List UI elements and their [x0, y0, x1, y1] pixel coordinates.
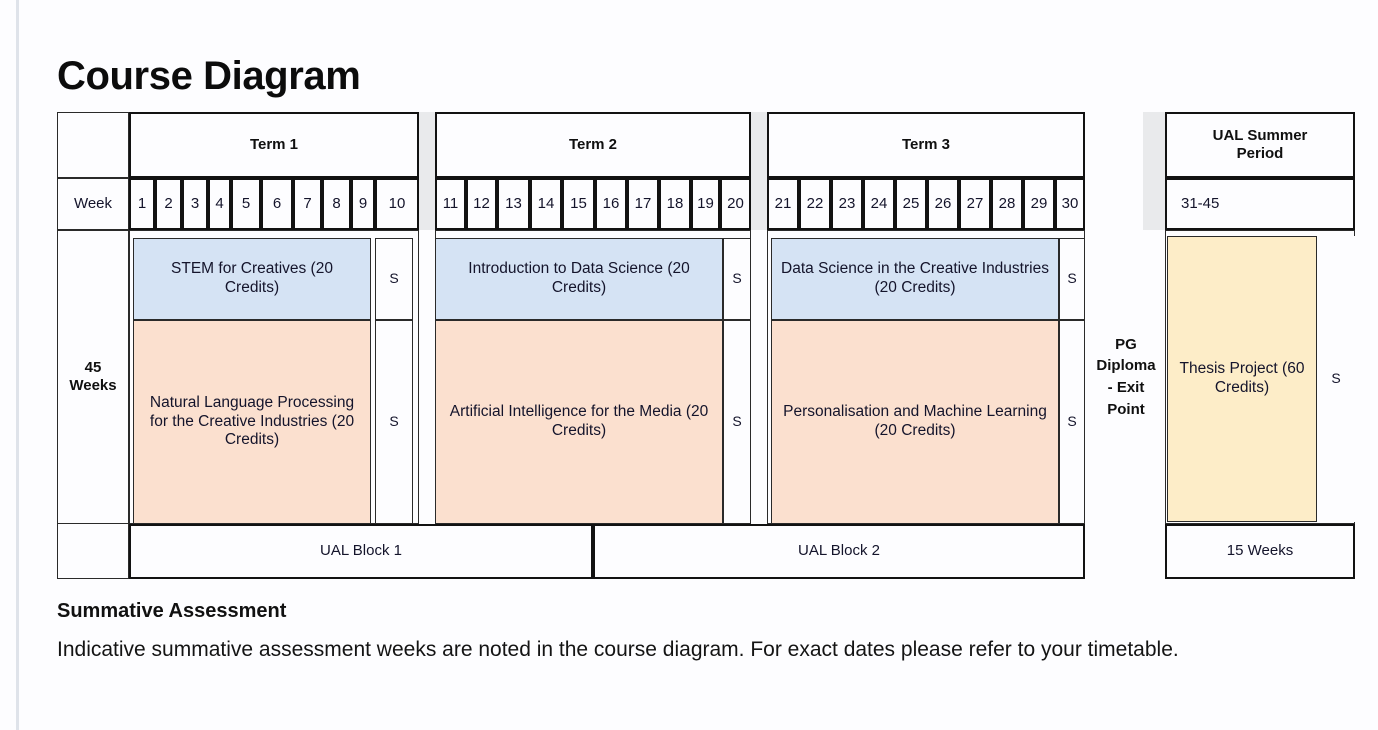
exit-line-3: - Exit: [1107, 379, 1145, 396]
assessment-marker-t1-m2: S: [375, 320, 413, 524]
week-cell-14: 14: [530, 178, 562, 230]
summer-duration-footer: 15 Weeks: [1165, 524, 1355, 579]
week-cell-7: 7: [293, 178, 322, 230]
exit-line-4: Point: [1107, 400, 1145, 418]
week-cell-5: 5: [231, 178, 261, 230]
week-cell-20: 20: [720, 178, 751, 230]
module-stem-for-creatives: STEM for Creatives (20 Credits): [133, 238, 371, 320]
page-title: Course Diagram: [57, 53, 361, 98]
course-duration-label: 45 Weeks: [57, 230, 129, 524]
week-cell-19: 19: [691, 178, 720, 230]
week-cell-1: 1: [129, 178, 155, 230]
week-cell-10: 10: [375, 178, 419, 230]
term-gap-1: [419, 112, 435, 230]
week-cell-23: 23: [831, 178, 863, 230]
summative-assessment-heading: Summative Assessment: [57, 600, 287, 622]
summer-header-line-2: Period: [1236, 145, 1284, 162]
duration-unit: Weeks: [69, 377, 117, 394]
week-cell-2: 2: [155, 178, 182, 230]
module-personalisation-machine-learning: Personalisation and Machine Learning (20…: [771, 320, 1059, 524]
term-header-1: Term 1: [129, 112, 419, 178]
term3-body-frame: [767, 230, 1085, 524]
week-cell-9: 9: [351, 178, 375, 230]
module-nlp-creative-industries: Natural Language Processing for the Crea…: [133, 320, 371, 524]
term-header-2: Term 2: [435, 112, 751, 178]
week-cell-8: 8: [322, 178, 351, 230]
term2-body-frame: [435, 230, 751, 524]
summer-header-line-1: UAL Summer: [1212, 126, 1308, 144]
week-cell-30: 30: [1055, 178, 1085, 230]
week-row-label: Week: [57, 178, 129, 230]
module-thesis-project: Thesis Project (60 Credits): [1167, 236, 1317, 522]
ual-block-2: UAL Block 2: [593, 524, 1085, 579]
week-cell-27: 27: [959, 178, 991, 230]
summer-gap: [1143, 112, 1165, 230]
assessment-marker-t1-m1: S: [375, 238, 413, 320]
summer-period-header: UAL Summer Period: [1165, 112, 1355, 178]
module-data-science-creative-industries: Data Science in the Creative Industries …: [771, 238, 1059, 320]
corner-blank-cell: [57, 112, 129, 178]
assessment-marker-t2-m2: S: [723, 320, 751, 524]
week-cell-3: 3: [182, 178, 208, 230]
term1-body-frame: [129, 230, 419, 524]
term-gap-2: [751, 112, 767, 230]
week-cell-11: 11: [435, 178, 466, 230]
week-cell-21: 21: [767, 178, 799, 230]
week-cell-13: 13: [497, 178, 530, 230]
week-cell-28: 28: [991, 178, 1023, 230]
week-cell-26: 26: [927, 178, 959, 230]
week-cell-6: 6: [261, 178, 293, 230]
week-cell-29: 29: [1023, 178, 1055, 230]
summative-assessment-body: Indicative summative assessment weeks ar…: [57, 638, 1179, 661]
pg-diploma-exit-point: PG Diploma - Exit Point: [1087, 230, 1165, 524]
week-cell-16: 16: [595, 178, 627, 230]
week-cell-17: 17: [627, 178, 659, 230]
assessment-marker-thesis: S: [1317, 236, 1355, 522]
module-introduction-to-data-science: Introduction to Data Science (20 Credits…: [435, 238, 723, 320]
week-cell-4: 4: [208, 178, 231, 230]
exit-line-2: Diploma: [1096, 357, 1156, 375]
week-cell-15: 15: [562, 178, 595, 230]
exit-line-1: PG: [1115, 335, 1137, 353]
term-header-3: Term 3: [767, 112, 1085, 178]
course-diagram: Term 1 Week 45 Weeks 1 2 3 4 5 6 7 8 9 1…: [57, 112, 1355, 579]
week-cell-22: 22: [799, 178, 831, 230]
ual-block-1: UAL Block 1: [129, 524, 593, 579]
week-cell-12: 12: [466, 178, 497, 230]
week-cell-18: 18: [659, 178, 691, 230]
week-cell-25: 25: [895, 178, 927, 230]
duration-number: 45: [84, 358, 102, 376]
summer-week-range: 31-45: [1165, 178, 1355, 230]
left-rail-divider: [16, 0, 19, 730]
left-spine-bottom-blank: [57, 524, 129, 579]
week-cell-24: 24: [863, 178, 895, 230]
